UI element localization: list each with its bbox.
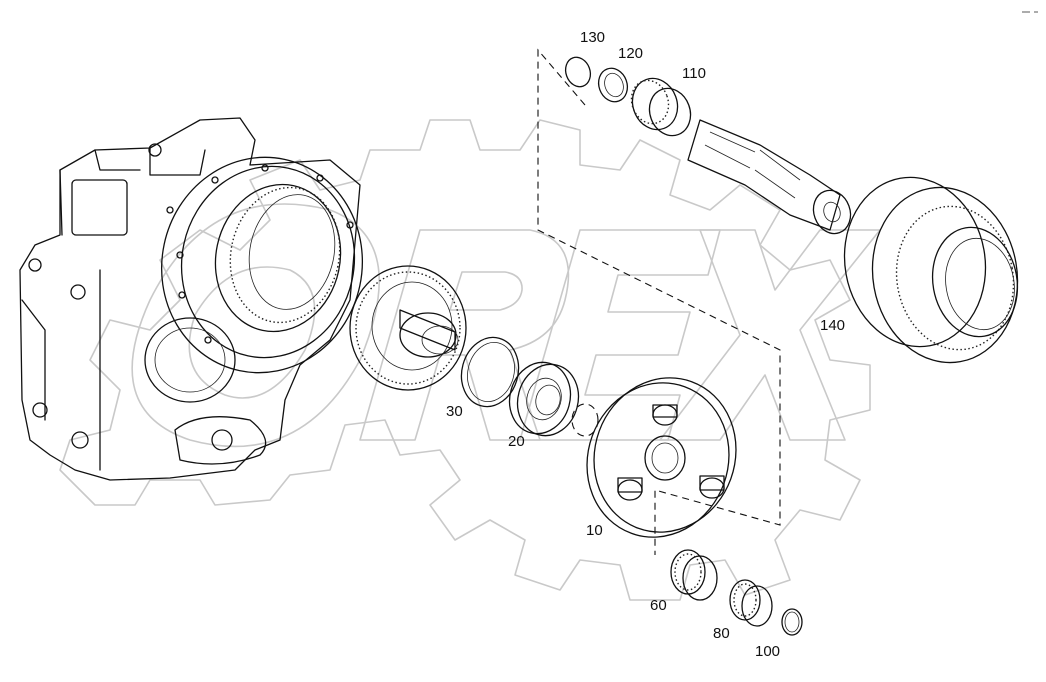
spur-gear	[349, 265, 467, 391]
dashed-ring	[571, 403, 599, 437]
label-140: 140	[820, 317, 845, 334]
label-20: 20	[508, 433, 525, 450]
label-60: 60	[650, 597, 667, 614]
watermark	[59, 119, 881, 601]
label-120: 120	[618, 45, 643, 62]
washer-120	[597, 67, 629, 103]
planet-carrier-10	[586, 377, 737, 538]
circlip-130	[564, 56, 592, 88]
circlip-30	[460, 336, 520, 408]
assembly-line-upper	[537, 48, 781, 555]
gearbox-housing	[19, 117, 364, 481]
watermark-letter-o	[131, 203, 380, 448]
label-30: 30	[446, 403, 463, 420]
sun-shaft	[687, 119, 852, 235]
needle-bearing-110	[630, 77, 692, 137]
circlip-100	[781, 608, 803, 636]
label-10: 10	[586, 522, 603, 539]
label-130: 130	[580, 29, 605, 46]
bearing-20	[508, 361, 580, 437]
needle-bearing-80	[729, 579, 773, 627]
label-80: 80	[713, 625, 730, 642]
ring-gear-140	[843, 176, 1019, 364]
watermark-letter-x	[659, 229, 881, 441]
label-110: 110	[682, 65, 706, 82]
watermark-letter-e	[519, 229, 721, 441]
label-100: 100	[755, 643, 780, 660]
needle-bearing-60	[670, 549, 718, 601]
watermark-gear-outline	[59, 119, 871, 601]
watermark-letter-r	[359, 229, 570, 441]
